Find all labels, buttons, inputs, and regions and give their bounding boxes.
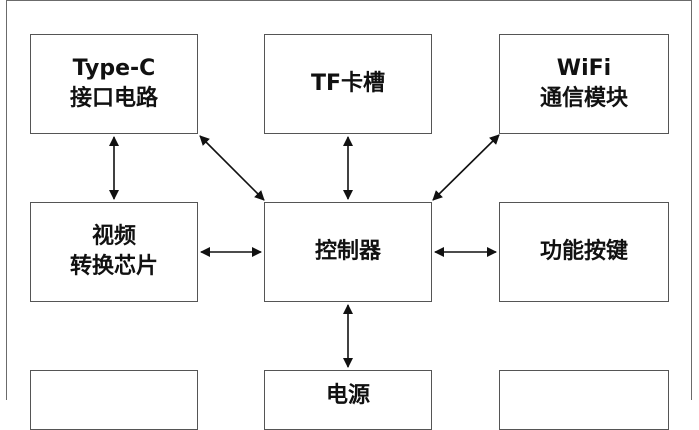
controller-label: 控制器 (314, 239, 381, 264)
arrow-typec-controller (199, 135, 265, 201)
typec-interface-box: Type-C 接口电路 (30, 34, 198, 134)
typec-interface-label: Type-C 接口电路 (69, 56, 158, 111)
video-converter-box: 视频 转换芯片 (30, 202, 198, 302)
wifi-module-box: WiFi 通信模块 (499, 34, 669, 134)
function-keys-box: 功能按键 (499, 202, 669, 302)
arrow-wifi-controller (432, 134, 500, 201)
connection-arrows (109, 134, 500, 368)
block-diagram: Type-C 接口电路 TF卡槽 WiFi 通信模块 视频 转换芯片 控制器 功… (6, 0, 692, 430)
tf-card-slot-label: TF卡槽 (310, 71, 386, 96)
function-keys-label: 功能按键 (539, 239, 628, 264)
outer-frame (6, 0, 692, 400)
video-converter-label: 视频 转换芯片 (69, 224, 158, 279)
tf-card-slot-box: TF卡槽 (264, 34, 432, 134)
controller-box: 控制器 (264, 202, 432, 302)
wifi-module-label: WiFi 通信模块 (539, 56, 628, 111)
